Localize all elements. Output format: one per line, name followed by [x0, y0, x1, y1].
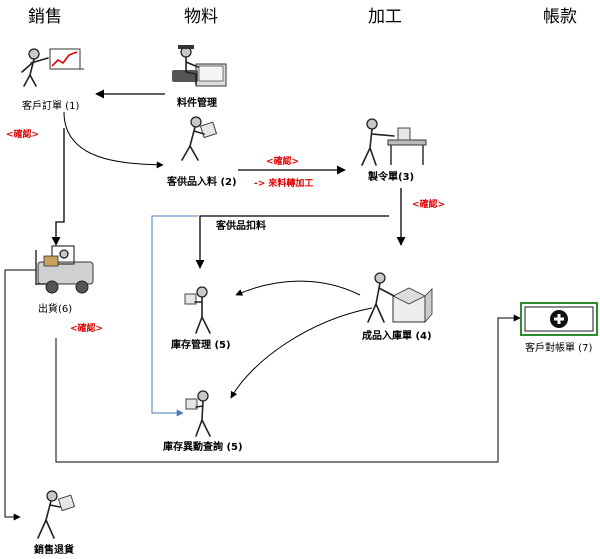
- label-work-order: 製令單(3): [367, 170, 414, 183]
- person-at-workbench-icon: [361, 118, 427, 166]
- column-header-sales: 銷售: [28, 7, 62, 27]
- annotation-confirm-shipment: <確認>: [70, 322, 103, 334]
- label-finished-goods-receipt: 成品入庫單 (4): [362, 329, 432, 342]
- label-customer-statement: 客戶對帳單 (7): [525, 341, 592, 354]
- forklift-icon: [35, 245, 94, 294]
- label-customer-supplied-deduction: 客供品扣料: [215, 219, 266, 232]
- label-sales-return: 銷售退貨: [34, 543, 74, 556]
- connector-shipment-to-statement: [55, 314, 521, 463]
- column-header-accounts: 帳款: [543, 7, 577, 27]
- column-header-materials: 物料: [184, 7, 218, 27]
- person-packing-box-icon: [367, 272, 433, 324]
- label-material-mgmt: 料件管理: [177, 96, 217, 109]
- label-customer-supplied-receipt: 客供品入料 (2): [166, 175, 237, 188]
- column-header-processing: 加工: [368, 7, 402, 27]
- person-carrying-box-icon: [181, 116, 218, 161]
- connector-order-to-receipt: [63, 111, 164, 169]
- annotation-incoming-to-processing: -> 來料轉加工: [254, 177, 313, 189]
- person-carrying-box-icon: [37, 490, 76, 539]
- annotation-confirm-receipt: <確認>: [266, 155, 299, 167]
- person-carrying-box-icon: [184, 286, 211, 334]
- person-at-computer-icon: [172, 45, 227, 87]
- annotation-confirm-work-order: <確認>: [412, 198, 445, 210]
- connector-deduction-to-inventory: [195, 215, 389, 269]
- connector-finished-to-query: [230, 307, 373, 399]
- connector-shipment-to-return: [4, 269, 36, 521]
- connector-finished-to-inventory: [235, 280, 361, 296]
- connector-blue-to-query: [151, 215, 198, 417]
- label-inventory-change-query: 庫存異動查詢 (5): [163, 440, 243, 453]
- presenter-with-chart-icon: [21, 48, 84, 87]
- person-carrying-box-icon: [185, 390, 211, 437]
- label-inventory-mgmt: 庫存管理 (5): [171, 338, 231, 351]
- connector-order-to-shipment: [51, 128, 65, 246]
- label-customer-order: 客戶訂單 (1): [22, 99, 79, 112]
- label-shipment: 出貨(6): [38, 302, 72, 315]
- plus-circle-icon: [520, 302, 598, 336]
- annotation-confirm-order: <確認>: [6, 128, 39, 140]
